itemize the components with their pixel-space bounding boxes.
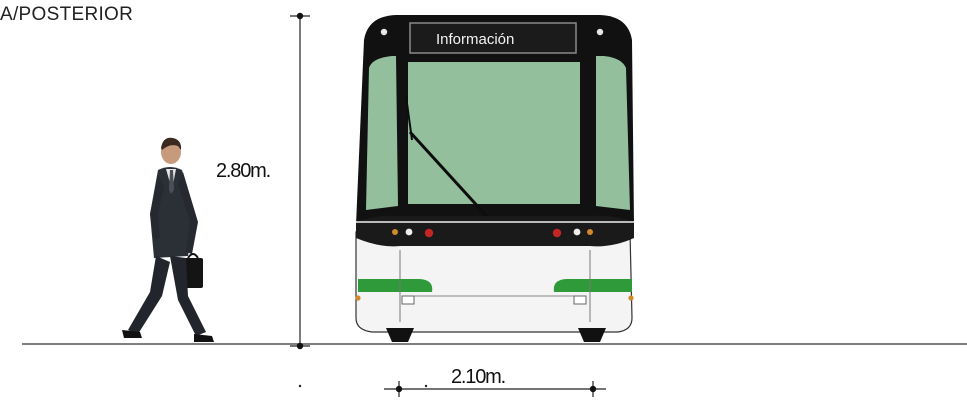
destination-sign-text: Información xyxy=(436,31,514,48)
person-silhouette xyxy=(122,137,214,342)
bus-front-view: Información xyxy=(355,15,634,342)
view-title: A/POSTERIOR xyxy=(0,4,134,25)
height-dimension-label: 2.80m. xyxy=(216,160,271,182)
width-dimension-label: 2.10m. xyxy=(451,366,506,388)
height-dimension-line xyxy=(290,12,310,350)
width-dimension-line xyxy=(298,381,606,397)
